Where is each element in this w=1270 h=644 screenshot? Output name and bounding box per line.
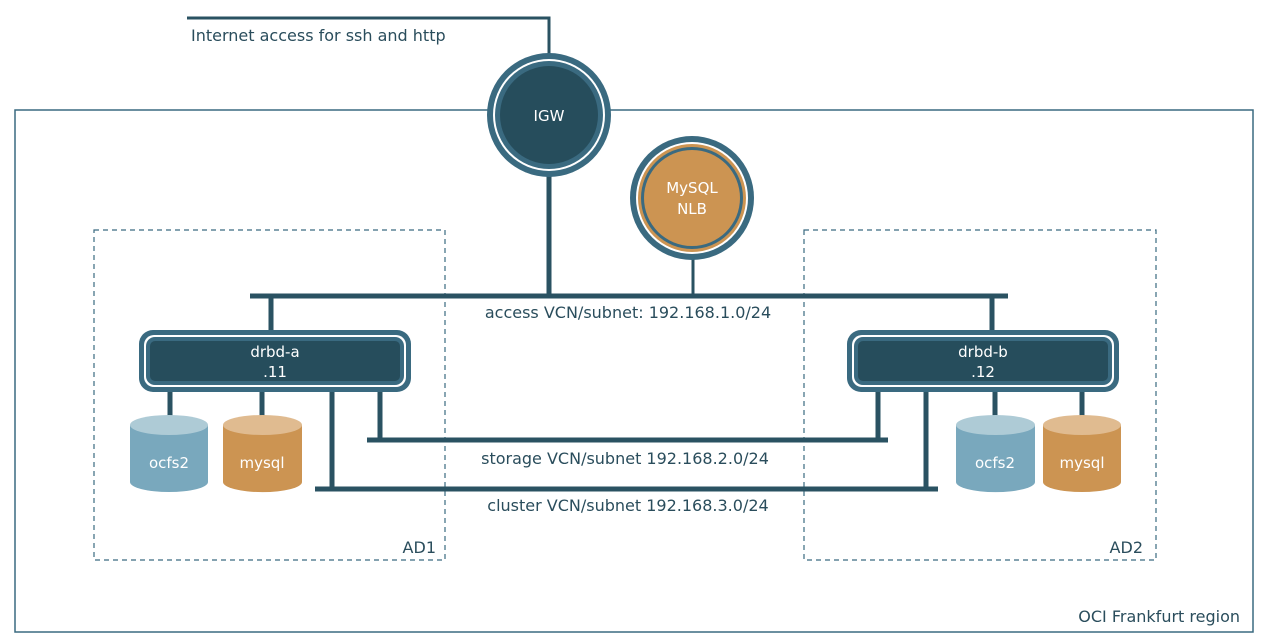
drbd-b-node: drbd-b .12 (847, 330, 1119, 392)
svg-text:ocfs2: ocfs2 (149, 454, 189, 472)
drbd-a-node: drbd-a .11 (139, 330, 411, 392)
svg-text:mysql: mysql (240, 454, 285, 472)
disk-ocfs2-b: ocfs2 (956, 415, 1035, 493)
node-name: drbd-a (250, 343, 299, 361)
access-subnet-label: access VCN/subnet: 192.168.1.0/24 (485, 303, 771, 322)
ad2-label: AD2 (1110, 538, 1143, 557)
node-ip: .11 (263, 363, 287, 381)
internet-link (187, 16, 551, 60)
igw-node: IGW (487, 53, 611, 177)
cluster-subnet-label: cluster VCN/subnet 192.168.3.0/24 (487, 496, 768, 515)
mysql-nlb-node: MySQL NLB (630, 136, 754, 260)
region-boundary (14, 109, 1254, 633)
ad2-boundary (803, 229, 1157, 561)
ad1-boundary (93, 229, 446, 561)
ad1-label: AD1 (403, 538, 436, 557)
storage-subnet-label: storage VCN/subnet 192.168.2.0/24 (481, 449, 769, 468)
igw-label: IGW (534, 107, 565, 125)
nlb-label-2: NLB (677, 200, 707, 218)
internet-label: Internet access for ssh and http (191, 26, 446, 45)
svg-text:mysql: mysql (1060, 454, 1105, 472)
nlb-label-1: MySQL (666, 179, 718, 197)
node-ip: .12 (971, 363, 995, 381)
disk-ocfs2-a: ocfs2 (130, 415, 208, 492)
disk-mysql-b: mysql (1043, 415, 1121, 492)
disk-mysql-a: mysql (223, 415, 302, 493)
region-label: OCI Frankfurt region (1078, 607, 1240, 626)
svg-text:ocfs2: ocfs2 (975, 454, 1015, 472)
node-name: drbd-b (958, 343, 1008, 361)
